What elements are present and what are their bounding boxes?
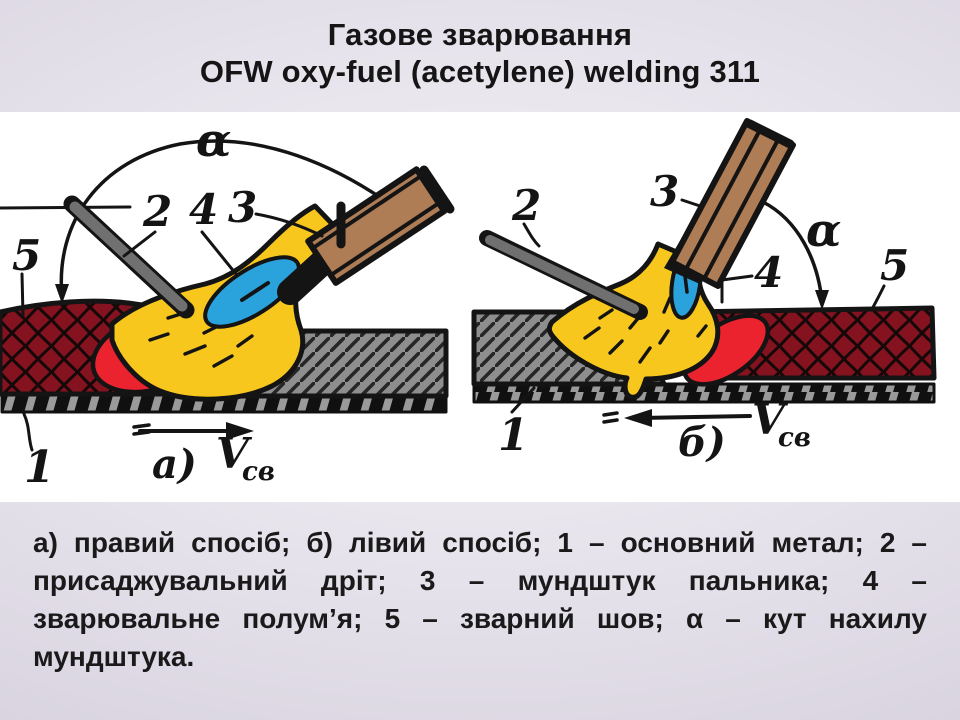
torch-end-cap xyxy=(419,165,455,214)
callout-leaders xyxy=(510,198,886,414)
velocity-label: V св xyxy=(752,395,811,453)
velocity-subscript: св xyxy=(778,423,811,453)
bottom-tie-strip xyxy=(472,382,936,404)
callout-label-5: 5 xyxy=(880,241,909,290)
title-line-1: Газове зварювання xyxy=(327,17,633,52)
torch-handle xyxy=(305,166,448,286)
slide-title: Газове зварювання OFW oxy-fuel (acetylen… xyxy=(0,16,960,90)
callout-label-4: 4 xyxy=(189,185,218,234)
velocity-symbol: V xyxy=(752,395,789,444)
callout-label-5: 5 xyxy=(12,231,41,280)
callout-label-3: 3 xyxy=(228,183,257,232)
torch-handle-stripes xyxy=(684,126,781,281)
figure-b-left-method: 2 3 4 5 1 α б) V св xyxy=(471,118,937,466)
callout-leaders xyxy=(20,212,324,452)
callout-label-1: 1 xyxy=(24,442,55,493)
callout-label-1: 1 xyxy=(498,410,529,461)
filler-rod xyxy=(485,235,639,314)
torch-end-cap xyxy=(745,119,795,149)
variant-label: б) xyxy=(678,419,726,466)
welding-direction-arrow xyxy=(602,409,752,427)
angle-label: α xyxy=(196,113,231,167)
velocity-subscript: св xyxy=(242,457,275,487)
callout-label-2: 2 xyxy=(142,187,172,236)
inner-cone-streak xyxy=(240,281,270,302)
angle-arc-arrowhead xyxy=(55,284,69,304)
welding-direction-arrow xyxy=(132,422,254,440)
callout-label-3: 3 xyxy=(650,167,679,216)
figure-a-right-method: 2 4 3 5 1 α а) V св xyxy=(0,113,455,493)
figure-panel: 2 4 3 5 1 α а) V св xyxy=(0,112,960,502)
velocity-symbol: V xyxy=(216,429,253,478)
callout-label-4: 4 xyxy=(754,248,783,297)
filler-rod xyxy=(69,201,188,312)
torch-handle-stripes xyxy=(311,174,441,277)
figure-caption: а) правий спосіб; б) лівий спосіб; 1 – о… xyxy=(33,527,927,672)
velocity-label: V св xyxy=(216,429,275,487)
torch-nozzle xyxy=(277,247,338,305)
title-line-2: OFW oxy-fuel (acetylene) welding 311 xyxy=(199,54,761,89)
angle-arc-arrowhead xyxy=(815,290,829,310)
angle-arc xyxy=(59,139,400,299)
angle-label: α xyxy=(806,203,841,257)
angle-arc xyxy=(761,200,824,304)
variant-label: а) xyxy=(152,441,197,488)
callout-label-2: 2 xyxy=(511,181,541,230)
